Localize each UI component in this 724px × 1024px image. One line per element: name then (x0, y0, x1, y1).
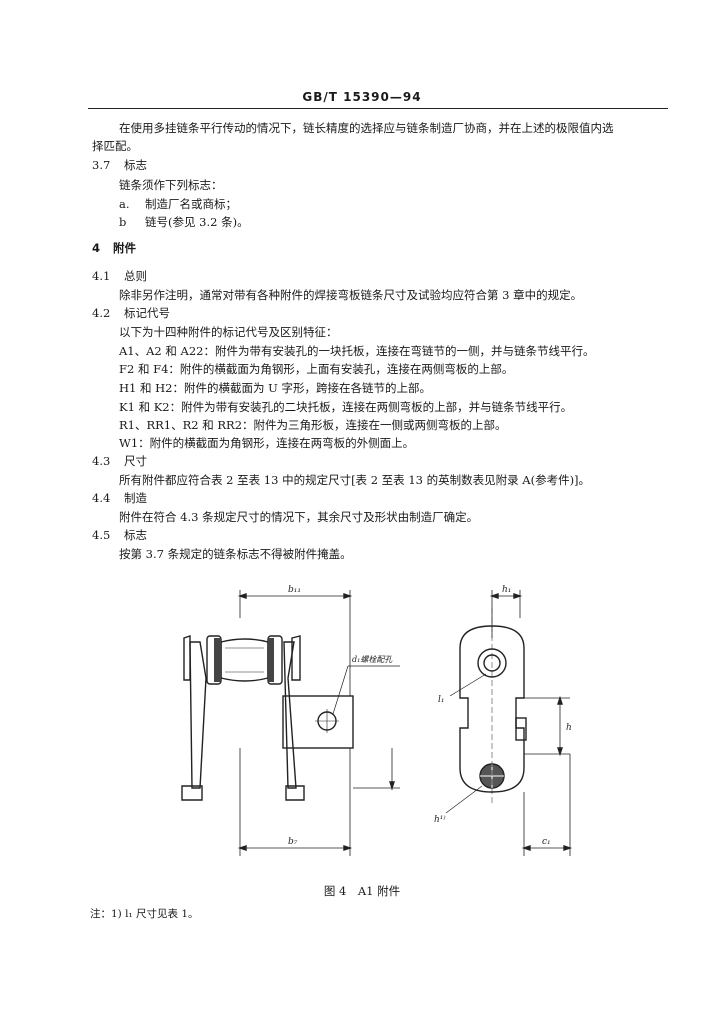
section-37-number: 3.7 (92, 158, 111, 172)
section-42-line-h1: H1 和 H2：附件的横截面为 U 字形，跨接在各链节的上部。 (119, 381, 432, 395)
dim-label-c1: c₁ (542, 837, 551, 847)
section-45-title: 标志 (124, 528, 147, 542)
dim-label-h1-top: h₁ (502, 585, 511, 595)
figure-caption: 图 4 A1 附件 (323, 884, 401, 898)
dim-label-l1: l₁ (438, 695, 445, 705)
section-4-title: 附件 (113, 241, 136, 255)
section-42-intro: 以下为十四种附件的标记代号及区别特征： (119, 325, 338, 339)
dim-label-b11: b₁₁ (288, 585, 301, 595)
intro-line-2: 择匹配。 (92, 139, 138, 153)
dim-label-b7: b₇ (288, 837, 298, 847)
dim-label-h-note: h¹⁾ (434, 814, 446, 825)
section-41-title: 总则 (124, 269, 147, 283)
section-42-line-w1: W1：附件的横截面为角钢形，连接在两弯板的外侧面上。 (119, 436, 415, 450)
header-rule (88, 108, 668, 109)
footnote: 注：1) l₁ 尺寸见表 1。 (90, 908, 199, 920)
section-37-item-b-marker: b (119, 215, 127, 229)
section-37-item-a-marker: a. (119, 197, 130, 211)
dim-label-h: h (566, 723, 572, 733)
section-44-title: 制造 (124, 491, 147, 505)
section-43-title: 尺寸 (124, 454, 147, 468)
section-42-line-f2: F2 和 F4：附件的横截面为角钢形，上面有安装孔，连接在两侧弯板的上部。 (119, 362, 514, 376)
intro-line-1: 在使用多挂链条平行传动的情况下，链长精度的选择应与链条制造厂协商，并在上述的极限… (119, 121, 614, 135)
section-42-number: 4.2 (92, 306, 111, 320)
standard-number-header: GB/T 15390—94 (302, 90, 422, 104)
figure-a1-side-view: h₁ l₁ h c₁ h¹⁾ (434, 585, 573, 856)
section-43-body: 所有附件都应符合表 2 至表 13 中的规定尺寸[表 2 至表 13 的英制数表… (119, 473, 591, 487)
section-41-number: 4.1 (92, 269, 111, 283)
section-42-line-r1: R1、RR1、R2 和 RR2：附件为三角形板，连接在一侧或两侧弯板的上部。 (119, 418, 507, 432)
section-45-number: 4.5 (92, 528, 111, 542)
section-42-line-k1: K1 和 K2：附件为带有安装孔的二块托板，连接在两侧弯板的上部，并与链条节线平… (119, 400, 573, 414)
section-42-title: 标记代号 (124, 306, 170, 320)
section-44-body: 附件在符合 4.3 条规定尺寸的情况下，其余尺寸及形状由制造厂确定。 (119, 510, 479, 524)
section-37-intro: 链条须作下列标志： (119, 178, 223, 192)
section-37-title: 标志 (124, 158, 147, 172)
section-37-item-a-text: 制造厂名或商标； (145, 197, 237, 211)
section-44-number: 4.4 (92, 491, 111, 505)
section-4-number: 4 (92, 241, 101, 255)
hole-label: d₁螺栓配孔 (352, 655, 393, 664)
section-45-body: 按第 3.7 条规定的链条标志不得被附件掩盖。 (119, 547, 352, 561)
section-41-body: 除非另作注明，通常对带有各种附件的焊接弯板链条尺寸及试验均应符合第 3 章中的规… (119, 288, 583, 302)
section-43-number: 4.3 (92, 454, 111, 468)
figure-a1-front-view: b₁₁ d₁螺栓配孔 b₇ (181, 585, 400, 856)
section-42-line-a1: A1、A2 和 A22：附件为带有安装孔的一块托板，连接在弯链节的一侧，并与链条… (119, 344, 595, 358)
section-37-item-b-text: 链号(参见 3.2 条)。 (145, 215, 249, 229)
